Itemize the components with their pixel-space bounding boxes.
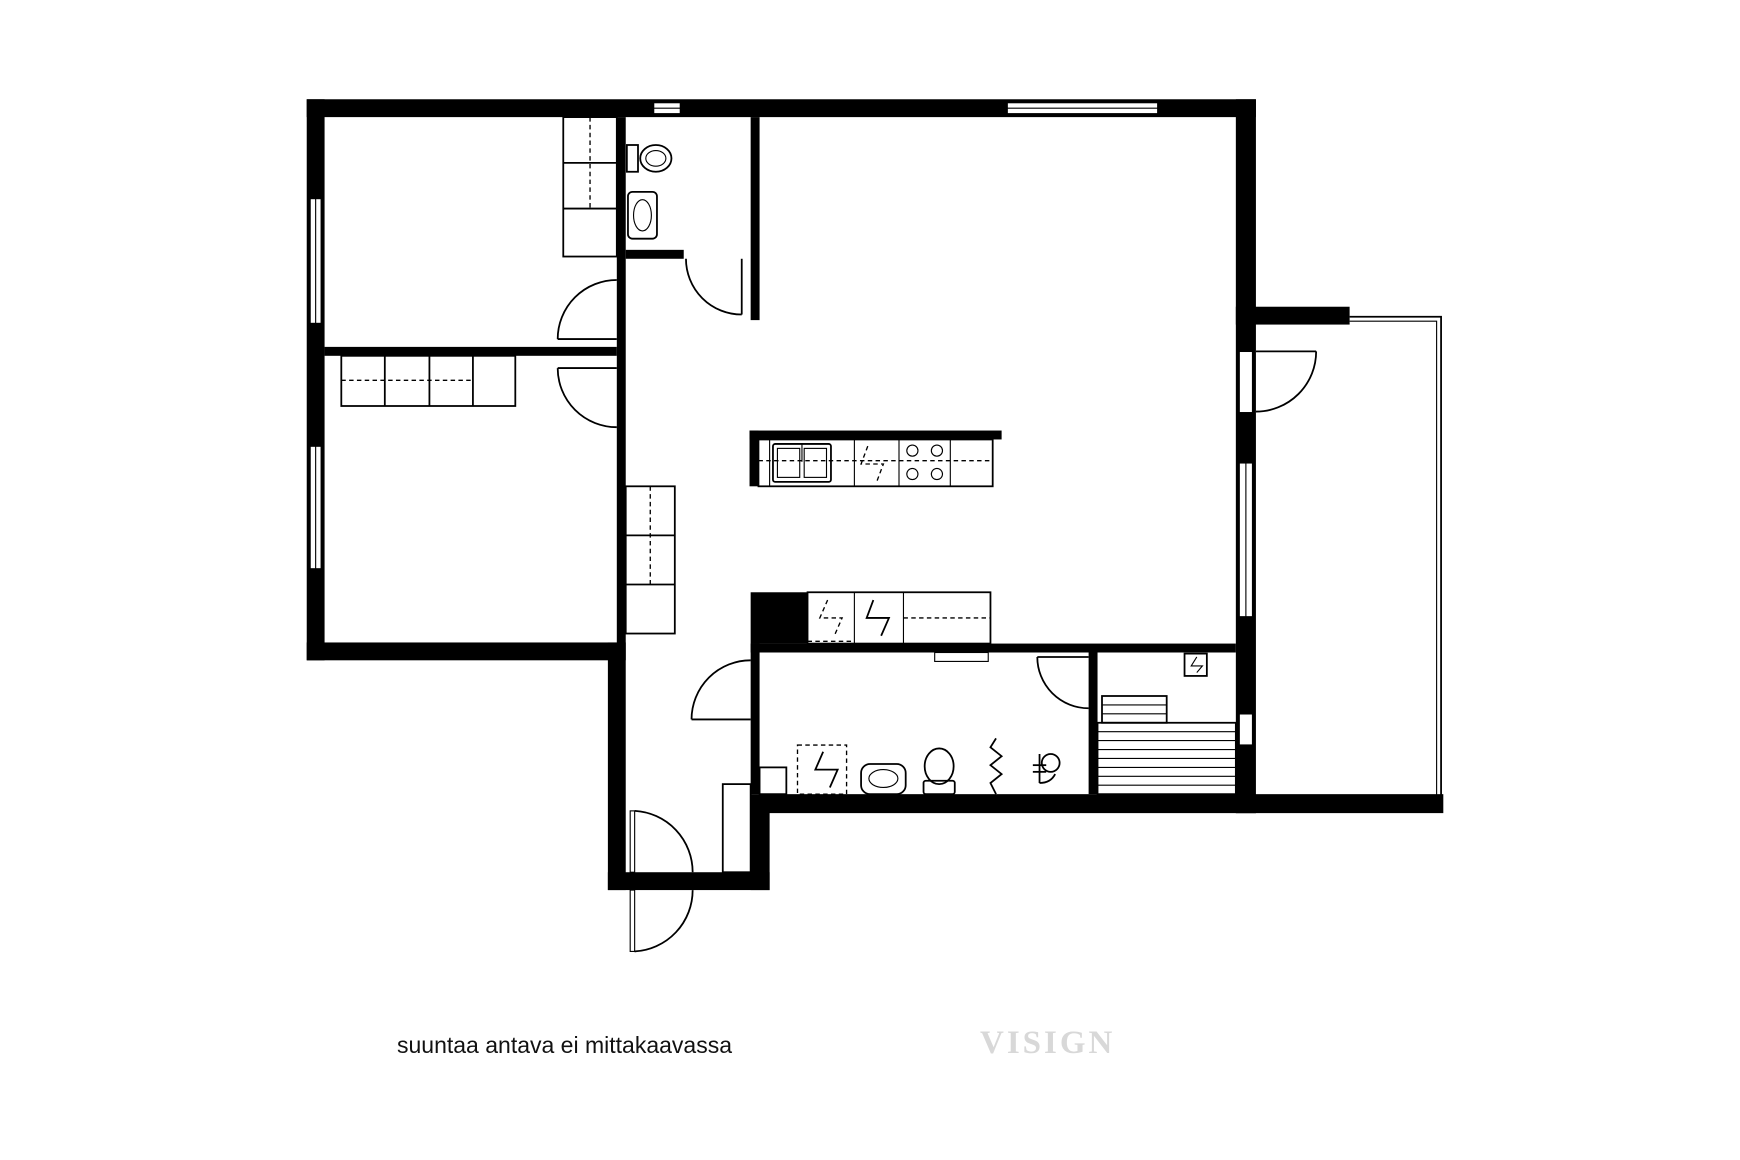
scale-note: suuntaa antava ei mittakaavassa	[397, 1032, 732, 1058]
kitchen-island	[757, 438, 994, 488]
wardrobe-bedroom-2	[340, 354, 517, 407]
sauna-bench	[1096, 695, 1237, 796]
doors	[556, 258, 1318, 953]
sauna-heater-icon	[1183, 652, 1208, 677]
dishwasher-icon	[860, 445, 885, 483]
sink-icon	[772, 443, 832, 483]
wardrobe-bedroom-1	[562, 116, 618, 258]
kitchen-counter	[806, 591, 992, 645]
windows	[309, 101, 1254, 746]
wardrobe-hall	[624, 485, 676, 635]
oven-icon	[865, 599, 891, 637]
bathroom-cabinet	[758, 766, 788, 796]
fridge-icon	[818, 599, 844, 637]
watermark-logo: VISIGN	[980, 1025, 1116, 1061]
hall-cabinet	[721, 783, 752, 874]
sink-bathroom	[860, 763, 907, 796]
toilet-wc	[625, 144, 673, 173]
walls	[306, 99, 1444, 891]
towel-radiator-icon	[989, 737, 1004, 795]
balcony	[1349, 315, 1442, 799]
sink-wc	[627, 190, 658, 240]
bathroom-shelf	[934, 651, 989, 662]
stove-icon	[906, 444, 944, 481]
toilet-bathroom	[922, 747, 956, 796]
washing-machine-icon	[796, 744, 848, 795]
shower-icon	[1032, 753, 1061, 784]
